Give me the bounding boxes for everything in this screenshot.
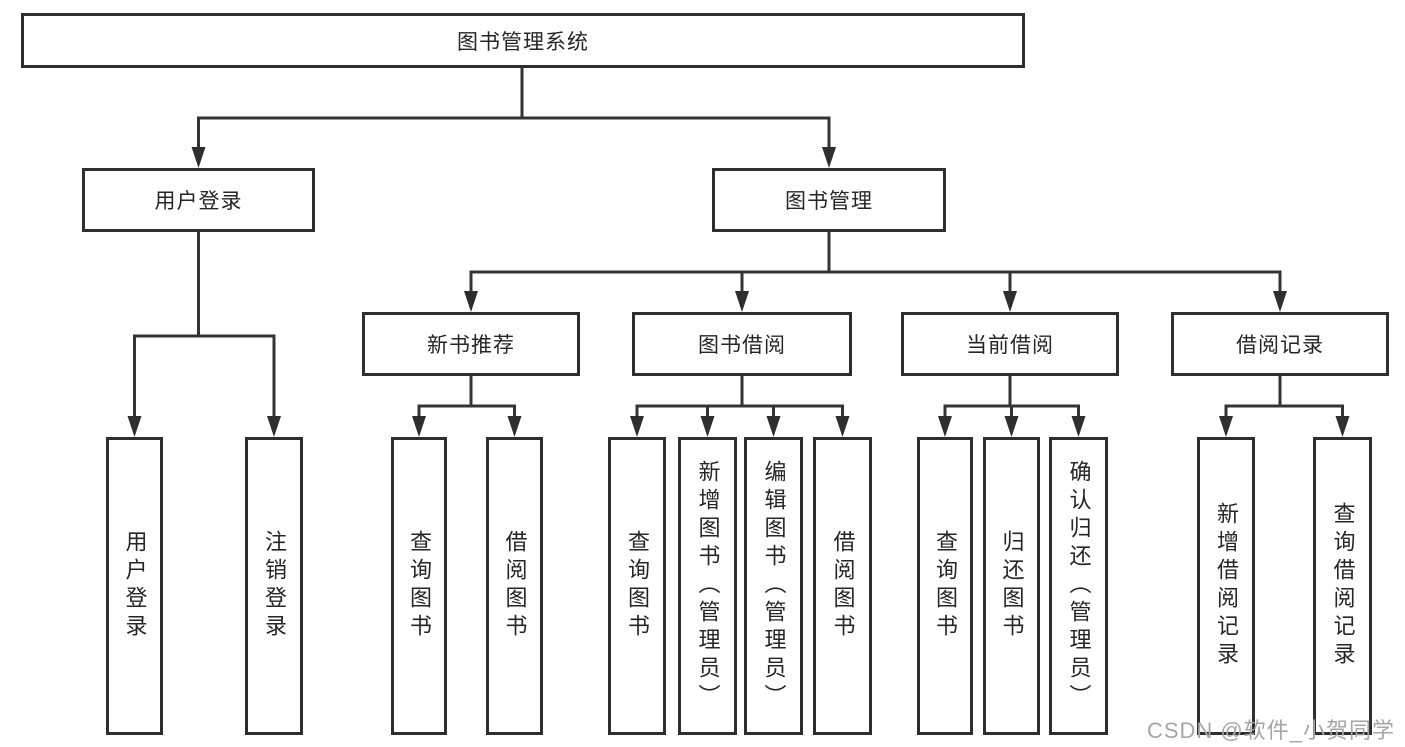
leaf-return-books-label: 归还图书 bbox=[999, 530, 1025, 642]
leaf-query-borrow-record-label: 查询借阅记录 bbox=[1330, 502, 1356, 670]
leaf-add-borrow-record-label: 新增借阅记录 bbox=[1214, 502, 1239, 670]
csdn-watermark: CSDN @软件_小贺同学 bbox=[1146, 718, 1395, 743]
connector-mgmt-l3 bbox=[469, 230, 1282, 296]
leaf-user-login-label: 用户登录 bbox=[122, 530, 148, 642]
leaf-query-books-recommend: 查询图书 bbox=[391, 437, 447, 735]
leaf-user-login: 用户登录 bbox=[106, 437, 163, 735]
leaf-add-borrow-record: 新增借阅记录 bbox=[1197, 437, 1255, 735]
leaf-query-books-current-label: 查询图书 bbox=[933, 530, 958, 642]
leaf-borrow-books-recommend-label: 借阅图书 bbox=[502, 530, 528, 642]
connector-bb-leaves bbox=[635, 374, 844, 421]
node-book-borrow: 图书借阅 bbox=[632, 312, 852, 376]
node-book-management: 图书管理 bbox=[712, 168, 946, 232]
leaf-borrow-books-label: 借阅图书 bbox=[830, 530, 856, 642]
leaf-confirm-return-admin: 确认归还（管理员） bbox=[1049, 437, 1108, 735]
leaf-query-borrow-record: 查询借阅记录 bbox=[1313, 437, 1372, 735]
node-user-login: 用户登录 bbox=[82, 168, 315, 232]
node-new-book-recommend: 新书推荐 bbox=[362, 312, 580, 376]
leaf-borrow-books-recommend: 借阅图书 bbox=[486, 437, 543, 735]
leaf-return-books: 归还图书 bbox=[983, 437, 1040, 735]
leaf-query-books-recommend-label: 查询图书 bbox=[407, 530, 432, 642]
node-borrow-records: 借阅记录 bbox=[1171, 312, 1389, 376]
node-current-borrow: 当前借阅 bbox=[901, 312, 1119, 376]
leaf-query-books-borrow: 查询图书 bbox=[608, 437, 666, 735]
connector-cb-leaves bbox=[943, 374, 1080, 421]
leaf-add-book-admin: 新增图书（管理员） bbox=[678, 437, 737, 735]
connector-root-l2 bbox=[197, 66, 831, 152]
leaf-query-books-current: 查询图书 bbox=[917, 437, 973, 735]
leaf-add-book-admin-label: 新增图书（管理员） bbox=[695, 460, 721, 712]
leaf-query-books-borrow-label: 查询图书 bbox=[625, 530, 650, 642]
leaf-edit-book-admin-label: 编辑图书（管理员） bbox=[761, 460, 787, 712]
connector-br-leaves bbox=[1224, 374, 1344, 421]
leaf-confirm-return-admin-label: 确认归还（管理员） bbox=[1066, 460, 1092, 712]
leaf-borrow-books: 借阅图书 bbox=[813, 437, 872, 735]
leaf-edit-book-admin: 编辑图书（管理员） bbox=[744, 437, 803, 735]
connector-login-leaves bbox=[133, 230, 276, 421]
leaf-logout: 注销登录 bbox=[245, 437, 303, 735]
connector-nr-leaves bbox=[417, 374, 516, 421]
node-root: 图书管理系统 bbox=[21, 13, 1025, 68]
leaf-logout-label: 注销登录 bbox=[262, 530, 287, 642]
